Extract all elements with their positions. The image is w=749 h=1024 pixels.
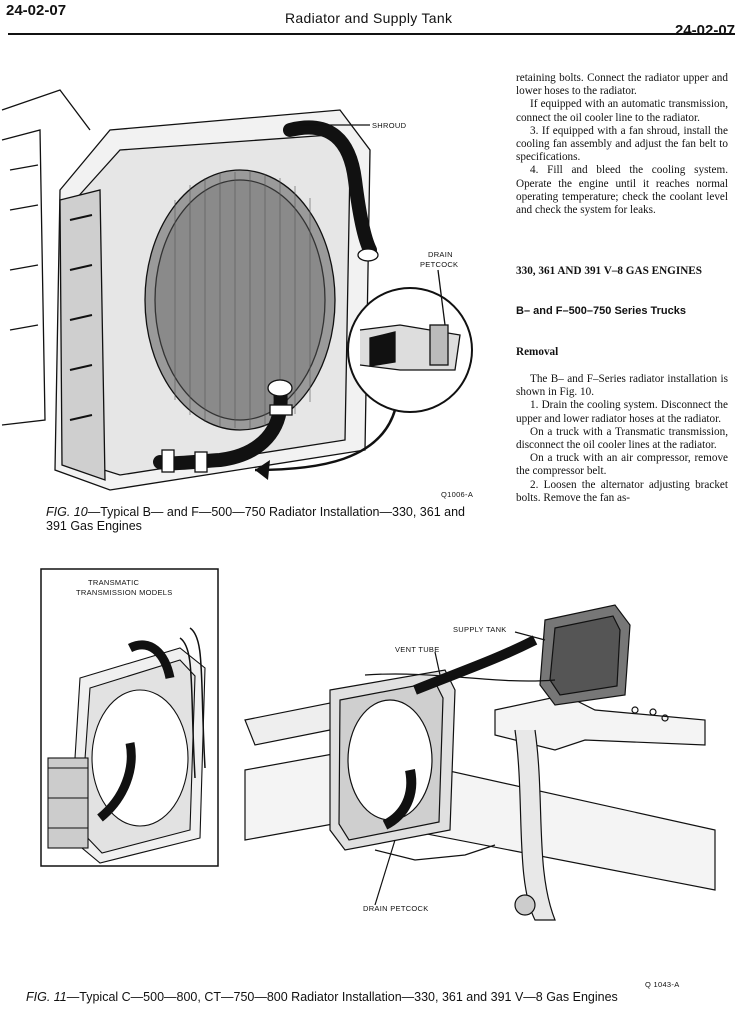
paragraph: If equipped with an automatic transmissi…: [516, 98, 728, 124]
text-column-removal: The B– and F–Series radiator installatio…: [516, 373, 728, 505]
fig11-caption: FIG. 11—Typical C—500—800, CT—750—800 Ra…: [26, 990, 726, 1004]
section-heading: 330, 361 AND 391 V–8 GAS ENGINES: [516, 265, 702, 277]
paragraph: 2. Loosen the alternator adjusting brack…: [516, 478, 728, 504]
fig11-illustration: SUPPLY TANK VENT TUBE DRAIN PETCOCK: [244, 604, 716, 921]
inset-title-line2: TRANSMISSION MODELS: [76, 588, 173, 597]
fig10-code: Q1006-A: [441, 490, 474, 499]
drain-label-line1: DRAIN: [428, 250, 453, 259]
paragraph: The B– and F–Series radiator installatio…: [516, 373, 728, 399]
drain-label-line2: PETCOCK: [420, 260, 458, 269]
fig10-caption: FIG. 10—Typical B— and F—500—750 Radiato…: [46, 505, 486, 533]
supply-tank-label: SUPPLY TANK: [453, 625, 507, 634]
header-rule: [8, 33, 735, 35]
fig10-illustration: SHROUD DRAIN PETCOCK: [1, 89, 473, 491]
text-column-top: retaining bolts. Connect the radiator up…: [516, 72, 728, 217]
fig11-code: Q 1043-A: [645, 980, 680, 989]
fig10-number: FIG. 10: [46, 505, 88, 519]
paragraph: On a truck with an air compressor, remov…: [516, 452, 728, 478]
paragraph: retaining bolts. Connect the radiator up…: [516, 72, 728, 98]
page-title: Radiator and Supply Tank: [285, 10, 453, 26]
fig11-caption-text: —Typical C—500—800, CT—750—800 Radiator …: [66, 990, 618, 1004]
fig11-number: FIG. 11: [26, 990, 67, 1004]
paragraph: On a truck with a Transmatic transmissio…: [516, 425, 728, 452]
removal-heading: Removal: [516, 346, 559, 358]
drain-petcock-label: DRAIN PETCOCK: [363, 904, 429, 913]
fig10-caption-text: —Typical B— and F—500—750 Radiator Insta…: [46, 505, 465, 533]
subsection-heading: B– and F–500–750 Series Trucks: [516, 305, 686, 317]
page-number-right: 24-02-07: [674, 22, 735, 39]
fig11-inset: TRANSMATIC TRANSMISSION MODELS: [40, 568, 219, 867]
paragraph: 1. Drain the cooling system. Disconnect …: [516, 399, 728, 425]
vent-tube-label: VENT TUBE: [395, 645, 440, 654]
paragraph: 3. If equipped with a fan shroud, instal…: [516, 124, 728, 164]
shroud-label: SHROUD: [372, 121, 407, 130]
paragraph: 4. Fill and bleed the cooling system. Op…: [516, 164, 728, 217]
inset-title-line1: TRANSMATIC: [88, 578, 139, 587]
page-number-left: 24-02-07: [6, 2, 67, 19]
